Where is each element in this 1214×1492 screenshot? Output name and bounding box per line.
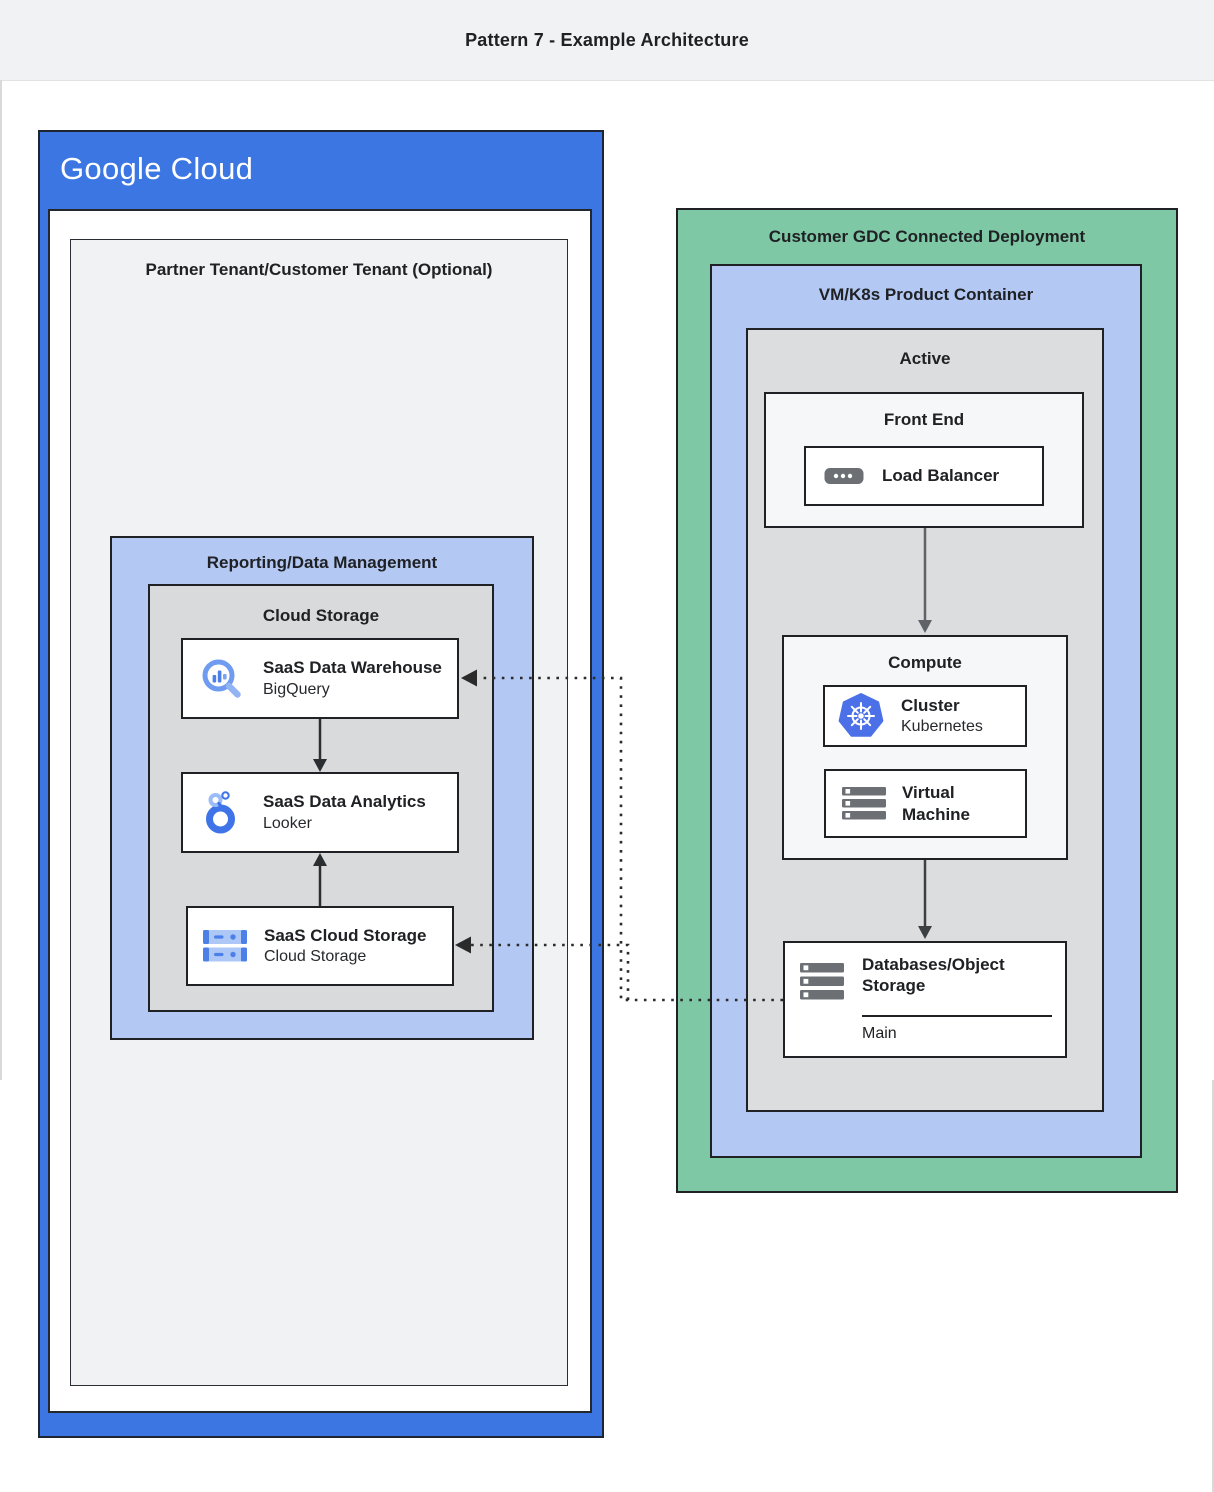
card-title: SaaS Data Analytics	[263, 792, 426, 812]
virtual-machine-icon	[842, 786, 886, 819]
card-text: SaaS Data Warehouse BigQuery	[263, 657, 442, 699]
card-title: Cluster	[901, 695, 960, 715]
card-text: Cluster Kubernetes	[901, 695, 983, 737]
card-text: SaaS Data Analytics Looker	[263, 791, 426, 833]
card-saas-cloud-storage: SaaS Cloud Storage Cloud Storage	[186, 906, 454, 986]
card-subtitle: BigQuery	[263, 680, 330, 698]
front-end-label: Front End	[883, 410, 965, 429]
compute-label: Compute	[888, 653, 962, 672]
card-saas-data-analytics: SaaS Data Analytics Looker	[181, 772, 459, 853]
diagram-title-bar: Pattern 7 - Example Architecture	[0, 0, 1214, 81]
vmk8s-label: VM/K8s Product Container	[818, 285, 1034, 304]
looker-icon	[206, 790, 235, 833]
card-subtitle: Looker	[263, 814, 312, 832]
partner-tenant-label: Partner Tenant/Customer Tenant (Optional…	[145, 260, 493, 279]
card-subtitle: Kubernetes	[901, 718, 983, 736]
card-title: SaaS Cloud Storage	[264, 925, 427, 945]
card-cluster-kubernetes: Cluster Kubernetes	[823, 685, 1027, 747]
card-load-balancer: Load Balancer	[804, 446, 1044, 506]
card-virtual-machine: Virtual Machine	[824, 769, 1027, 838]
card-title: Databases/Object Storage	[862, 955, 1005, 996]
active-label: Active	[899, 349, 951, 368]
load-balancer-icon	[824, 468, 864, 484]
card-text: Load Balancer	[882, 465, 999, 486]
card-title: SaaS Data Warehouse	[263, 658, 442, 678]
bigquery-search-icon	[202, 659, 241, 698]
card-divider	[862, 1015, 1052, 1017]
card-subtitle: Cloud Storage	[264, 948, 367, 966]
gdc-deployment-label: Customer GDC Connected Deployment	[768, 227, 1086, 246]
page-title: Pattern 7 - Example Architecture	[465, 29, 749, 50]
object-storage-icon	[800, 963, 844, 1000]
cloud-storage-group-label: Cloud Storage	[262, 606, 380, 625]
card-text: SaaS Cloud Storage Cloud Storage	[264, 925, 426, 967]
card-title: Virtual Machine	[902, 783, 971, 824]
card-databases-object-storage: Databases/Object Storage Main	[783, 941, 1067, 1058]
canvas-right-edge	[1212, 1080, 1214, 1492]
card-saas-data-warehouse: SaaS Data Warehouse BigQuery	[181, 638, 459, 719]
cloud-storage-icon	[203, 930, 247, 962]
canvas-left-edge	[0, 80, 2, 1080]
card-text: Virtual Machine	[902, 782, 994, 825]
kubernetes-icon	[838, 693, 884, 737]
reporting-label: Reporting/Data Management	[206, 553, 438, 572]
google-cloud-logo: Google Cloud	[60, 151, 254, 186]
db-section-label: Main	[862, 1025, 897, 1042]
card-title: Load Balancer	[882, 466, 1000, 486]
